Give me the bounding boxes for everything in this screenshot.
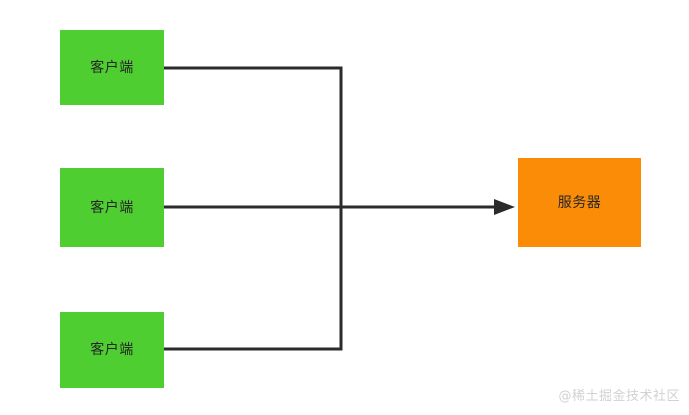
node-client-1[interactable]: 客户端 xyxy=(60,30,164,105)
node-client-3[interactable]: 客户端 xyxy=(60,312,164,388)
node-server-label: 服务器 xyxy=(557,194,602,211)
edge-client3-to-trunk xyxy=(164,207,343,351)
edge-client1-to-trunk xyxy=(164,66,343,207)
node-client-1-label: 客户端 xyxy=(90,59,134,76)
node-client-3-label: 客户端 xyxy=(90,342,134,358)
node-client-2[interactable]: 客户端 xyxy=(60,168,164,247)
node-server[interactable]: 服务器 xyxy=(518,158,641,247)
node-client-2-label: 客户端 xyxy=(90,199,134,216)
watermark: @稀土掘金技术社区 xyxy=(558,389,680,404)
arrow-head-icon xyxy=(494,199,515,215)
